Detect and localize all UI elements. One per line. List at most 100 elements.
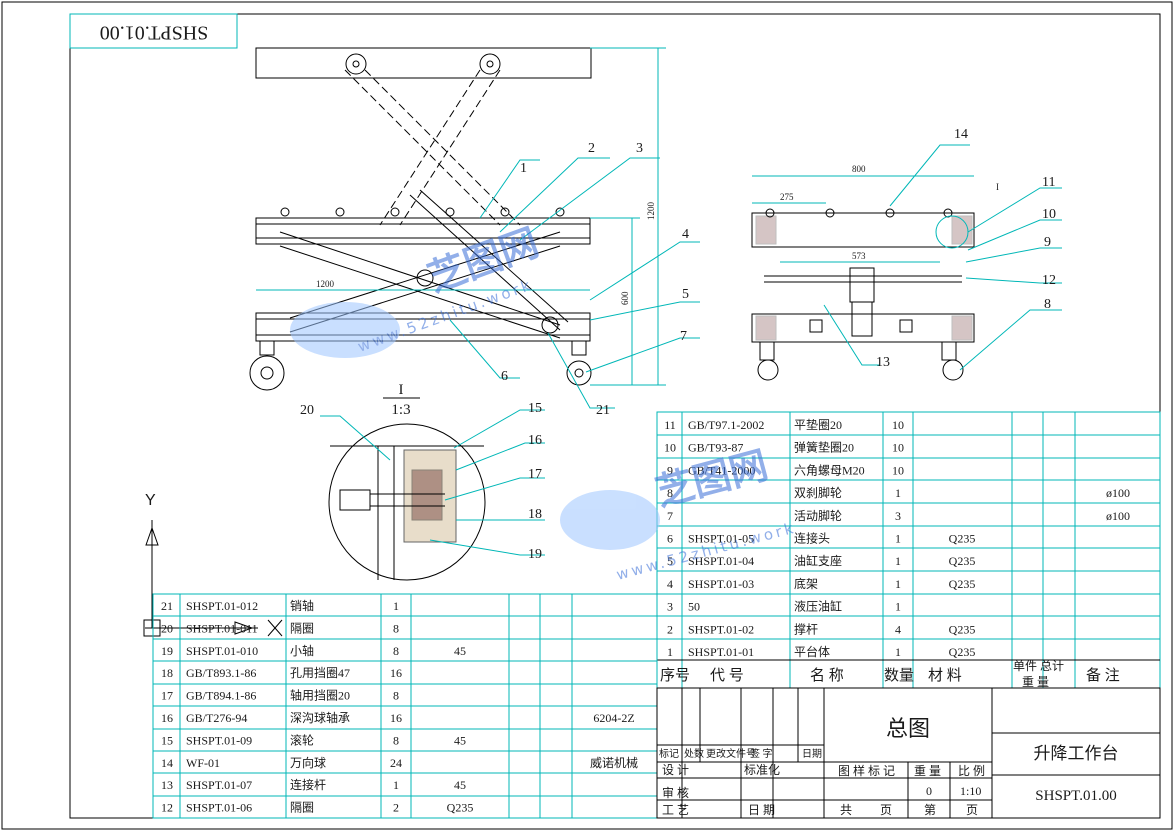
- bom-left-no: 18: [161, 666, 173, 680]
- svg-text:第: 第: [924, 803, 936, 817]
- svg-text:比 例: 比 例: [958, 764, 985, 778]
- bom-right-qty: 10: [892, 463, 904, 477]
- balloon-1: 1: [520, 161, 527, 176]
- bom-left-code: WF-01: [186, 756, 220, 770]
- balloon-3: 3: [636, 141, 643, 156]
- bom-left-name: 销轴: [290, 598, 314, 613]
- bom-right-code: GB/T93-87: [688, 441, 743, 455]
- bom-right-name: 底架: [794, 576, 818, 591]
- rev-label: 日期: [802, 748, 822, 760]
- svg-text:共: 共: [840, 803, 852, 817]
- bom-right-code: GB/T97.1-2002: [688, 418, 764, 432]
- svg-text:0: 0: [926, 784, 932, 798]
- bom-right-no: 2: [667, 622, 673, 636]
- bom-left-no: 17: [161, 689, 173, 703]
- bom-left-qty: 8: [393, 621, 399, 635]
- front-view: [249, 47, 666, 391]
- bom-left-qty: 16: [390, 666, 402, 680]
- bom-left-grid: [152, 593, 658, 819]
- side-view: [751, 175, 975, 381]
- bom-right-qty: 3: [895, 509, 901, 523]
- balloon-20: 20: [300, 403, 314, 418]
- bom-right-material: Q235: [949, 577, 976, 591]
- bom-left-no: 19: [161, 644, 173, 658]
- bom-left-material: 45: [454, 733, 466, 747]
- bom-left-material: 45: [454, 644, 466, 658]
- bom-right-qty: 1: [895, 645, 901, 659]
- svg-text:日 期: 日 期: [748, 803, 775, 817]
- bom-right-no: 6: [667, 532, 673, 546]
- bom-left-code: GB/T894.1-86: [186, 689, 256, 703]
- bom-right-material: Q235: [949, 645, 976, 659]
- bom-right-note: ø100: [1106, 486, 1130, 500]
- ball-transfers: [280, 207, 565, 217]
- svg-text:标准化: 标准化: [744, 763, 780, 777]
- bom-left-name: 隔圈: [290, 621, 314, 635]
- bom-right-code: SHSPT.01-01: [688, 645, 754, 659]
- bom-left-name: 深沟球轴承: [290, 710, 350, 725]
- bom-right-no: 3: [667, 600, 673, 614]
- detail-scale: 1:3: [391, 402, 410, 418]
- bom-left-qty: 8: [393, 733, 399, 747]
- balloon-8: 8: [1044, 297, 1051, 312]
- bom-left-no: 21: [161, 599, 173, 613]
- bom-left-qty: 2: [393, 801, 399, 815]
- dim-front-height-lower: 600: [620, 291, 630, 305]
- bom-left-name: 小轴: [290, 643, 314, 658]
- bom-right-code: SHSPT.01-03: [688, 577, 754, 591]
- bom-right-name: 弹簧垫圈20: [794, 440, 854, 455]
- watermark-front: 芝图网 www.52zhitu.work: [290, 220, 544, 358]
- bom-left-qty: 1: [393, 599, 399, 613]
- bom-right-material: Q235: [949, 622, 976, 636]
- svg-text:重 量: 重 量: [914, 764, 941, 778]
- bom-right-qty: 10: [892, 418, 904, 432]
- balloon-2: 2: [588, 141, 595, 156]
- bom-left-qty: 1: [393, 778, 399, 792]
- balloon-11: 11: [1042, 175, 1055, 190]
- bom-left-no: 15: [161, 733, 173, 747]
- front-leaders: [449, 157, 700, 409]
- bom-right-no: 5: [667, 554, 673, 568]
- bom-left-qty: 8: [393, 689, 399, 703]
- dim-side-offset: 275: [780, 192, 794, 202]
- bom-left-name: 孔用挡圈47: [290, 666, 350, 680]
- bom-left-note: 威诺机械: [590, 755, 638, 770]
- bom-left-code: SHSPT.01-06: [186, 801, 252, 815]
- bom-right-name: 平垫圈20: [794, 417, 842, 432]
- balloon-18: 18: [528, 507, 542, 522]
- detail-marker-I: I: [996, 182, 999, 192]
- side-leaders: [823, 144, 1062, 371]
- svg-text:序号: 序号: [660, 667, 690, 684]
- dim-side-width: 800: [852, 164, 866, 174]
- bom-right-no: 8: [667, 486, 673, 500]
- bom-right-material: Q235: [949, 554, 976, 568]
- bom-right-qty: 1: [895, 532, 901, 546]
- balloon-15: 15: [528, 401, 542, 416]
- svg-text:单件 总计: 单件 总计: [1013, 659, 1064, 673]
- bom-right-qty: 1: [895, 577, 901, 591]
- svg-text:数量: 数量: [884, 667, 914, 684]
- bom-left-qty: 16: [390, 711, 402, 725]
- balloon-13: 13: [876, 355, 890, 370]
- base-frame: [255, 312, 591, 342]
- bom-right-name: 平台体: [794, 644, 830, 659]
- svg-text:1:10: 1:10: [960, 784, 981, 798]
- bom-left-code: GB/T893.1-86: [186, 666, 256, 680]
- bom-left-code: GB/T276-94: [186, 711, 247, 725]
- bom-right-code: SHSPT.01-02: [688, 622, 754, 636]
- rev-labels: 标记处数更改文件号签 字日期: [659, 747, 822, 760]
- bom-left-name: 滚轮: [290, 732, 314, 747]
- bom-left-name: 隔圈: [290, 801, 314, 815]
- bom-right-qty: 1: [895, 486, 901, 500]
- bom-right-code: 50: [688, 600, 700, 614]
- bom-right-no: 11: [664, 418, 676, 432]
- bom-right-qty: 1: [895, 554, 901, 568]
- balloon-19: 19: [528, 547, 542, 562]
- bom-right-qty: 1: [895, 600, 901, 614]
- bom-right-code: SHSPT.01-04: [688, 554, 754, 568]
- bom-right-qty: 4: [895, 622, 901, 636]
- detail-leaders: [320, 409, 545, 556]
